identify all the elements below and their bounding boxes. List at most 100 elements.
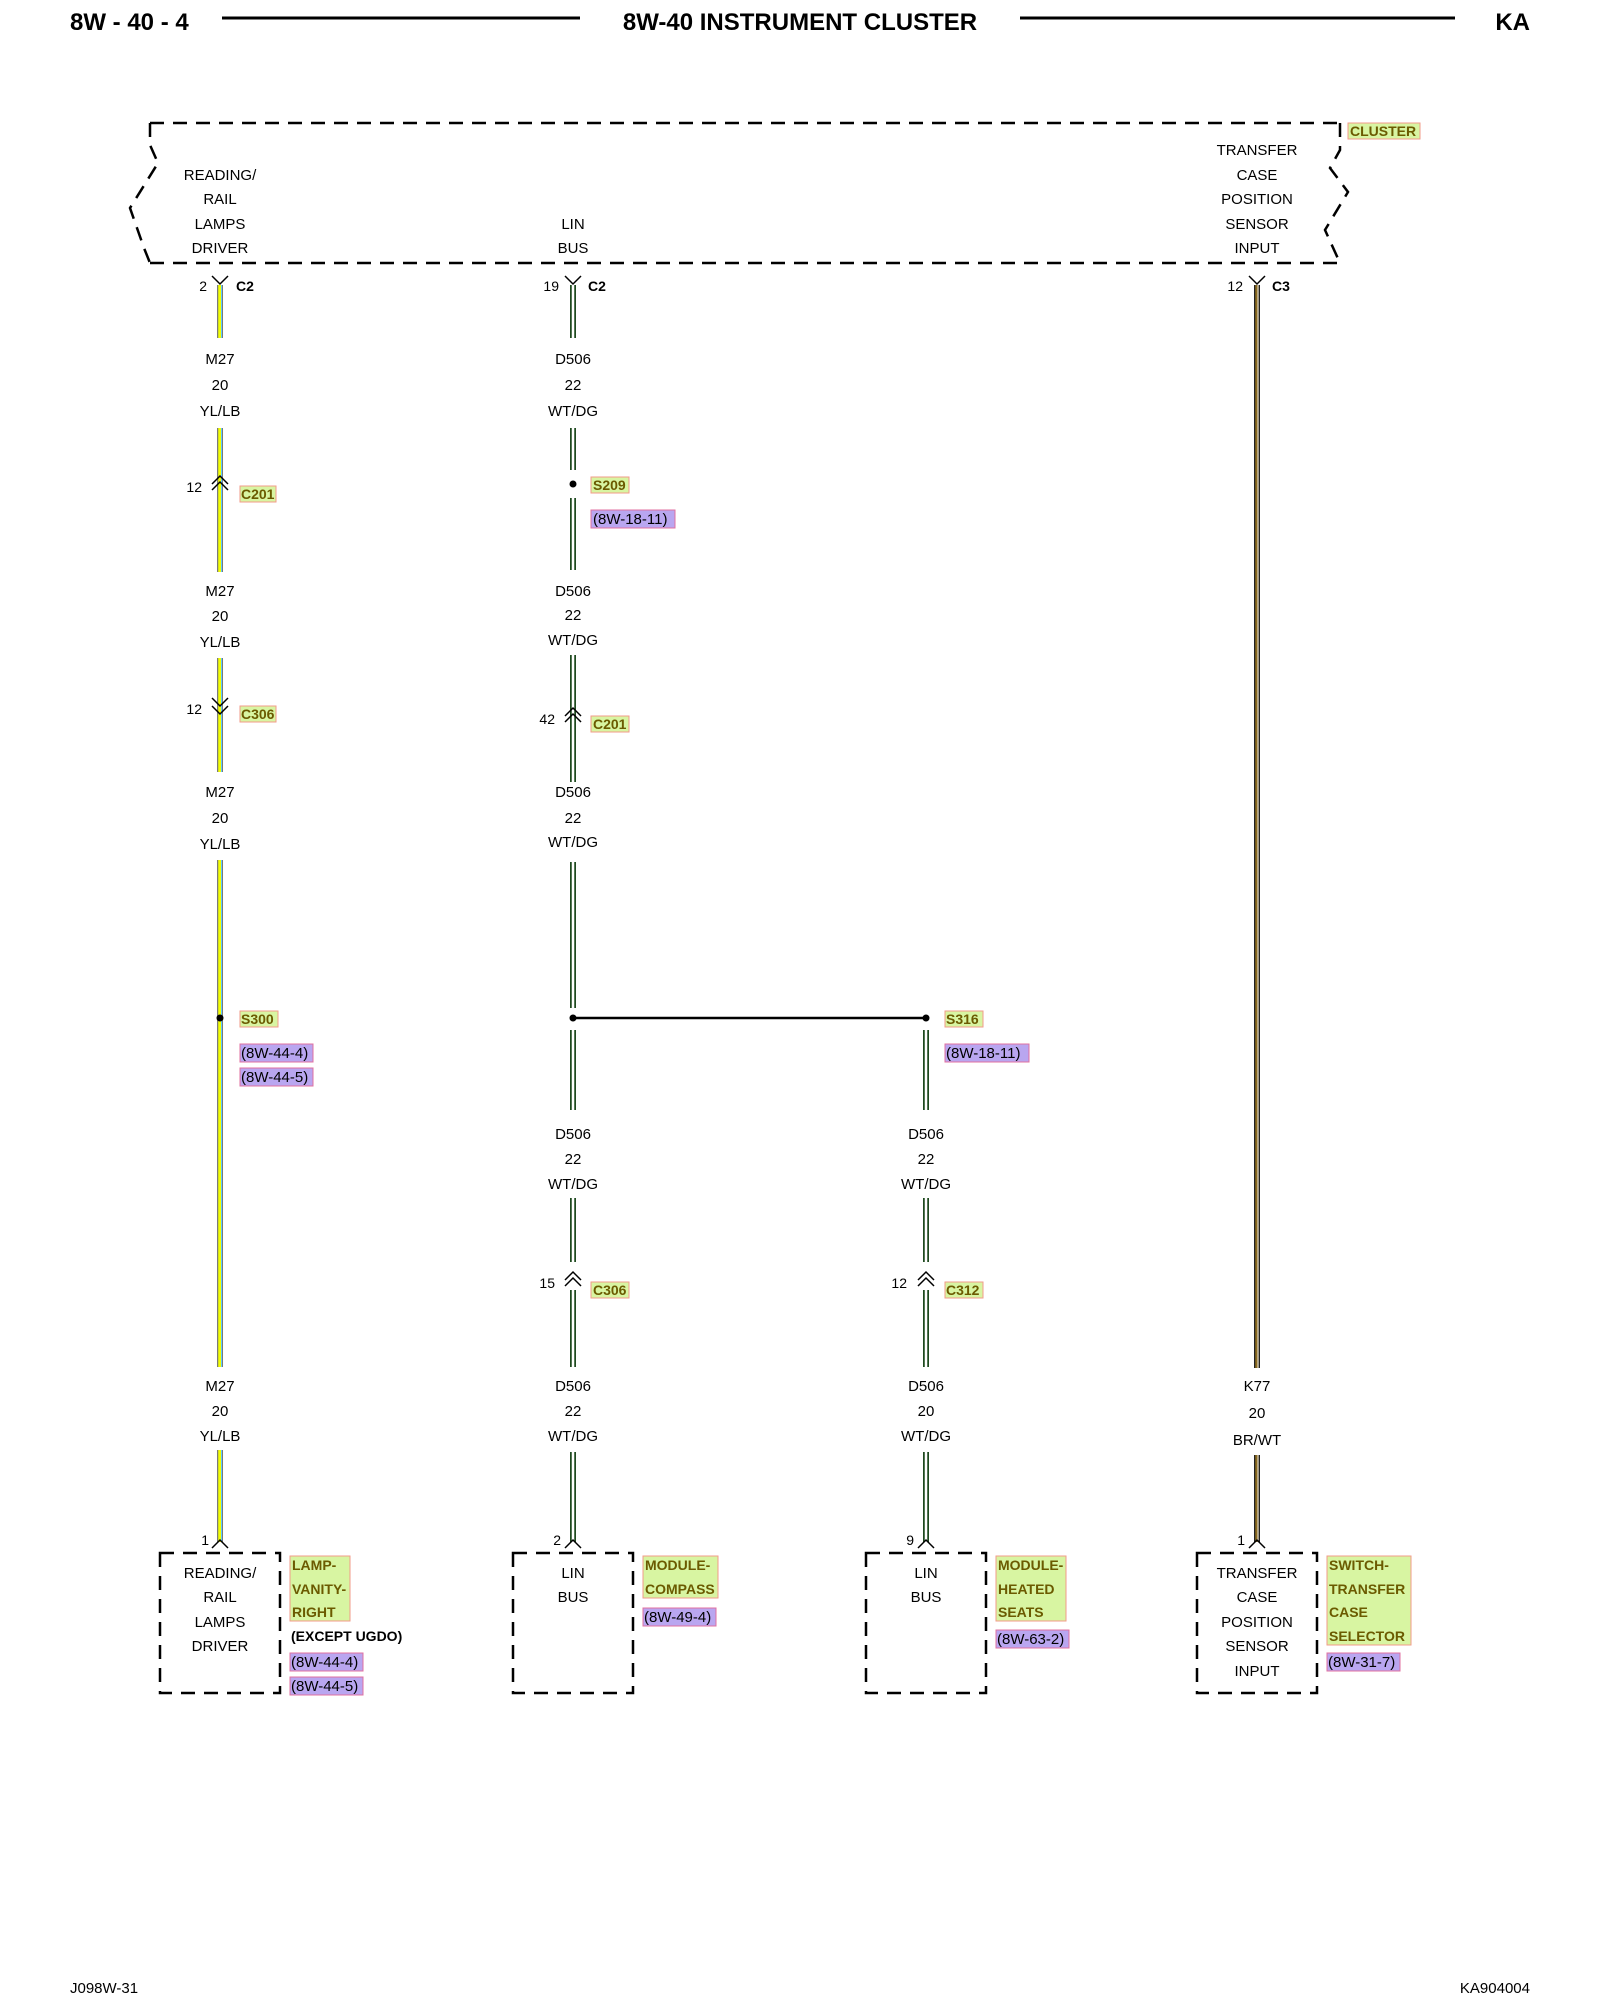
cluster-conn-reading: C2 [236,278,254,294]
svg-text:SENSOR: SENSOR [1225,216,1289,233]
svg-text:S300: S300 [241,1011,274,1027]
svg-text:LAMPS: LAMPS [195,216,246,233]
splice-s300: S300 (8W-44-4) (8W-44-5) [216,1010,314,1087]
svg-text:CASE: CASE [1237,1589,1278,1606]
svg-text:20: 20 [212,810,229,827]
label-d506-3: D506 22 WT/DG [548,784,598,851]
svg-text:BUS: BUS [558,240,589,257]
svg-text:(8W-44-5): (8W-44-5) [291,1678,358,1695]
svg-text:22: 22 [918,1151,935,1168]
svg-text:WT/DG: WT/DG [548,834,598,851]
svg-text:C306: C306 [593,1282,627,1298]
svg-text:C201: C201 [593,716,627,732]
vanity-note: (EXCEPT UGDO) [291,1628,402,1644]
label-d506-7: D506 20 WT/DG [901,1378,951,1445]
svg-text:TRANSFER: TRANSFER [1217,142,1298,159]
page-code: 8W - 40 - 4 [70,9,189,36]
svg-text:SENSOR: SENSOR [1225,1638,1289,1655]
svg-text:(8W-63-2): (8W-63-2) [997,1631,1064,1648]
svg-text:20: 20 [212,377,229,394]
pin-vanity: 1 [201,1532,209,1548]
svg-text:D506: D506 [555,1378,591,1395]
svg-text:LIN: LIN [561,216,584,233]
label-k77: K77 20 BR/WT [1233,1378,1281,1449]
vanity-box-label: READING/ RAIL LAMPS DRIVER [184,1565,257,1655]
cluster-pin-lin: 19 [543,278,559,294]
cluster-conn-transfer: C3 [1272,278,1290,294]
svg-text:(8W-18-11): (8W-18-11) [946,1045,1020,1062]
svg-text:BUS: BUS [558,1589,589,1606]
svg-text:WT/DG: WT/DG [548,632,598,649]
svg-text:LAMP-: LAMP- [292,1557,337,1573]
connector-c201-left: 12 C201 [186,474,277,503]
component-box-vanity [158,1551,282,1695]
svg-text:TRANSFER: TRANSFER [1217,1565,1298,1582]
svg-text:SELECTOR: SELECTOR [1329,1628,1405,1644]
footer-right-code: KA904004 [1460,1980,1530,1997]
wire-k77 [1254,285,1260,1542]
svg-text:K77: K77 [1244,1378,1271,1395]
svg-text:RAIL: RAIL [203,1589,236,1606]
connector-c306-mid: 15 C306 [539,1270,630,1299]
vanity-refs: (8W-44-4) (8W-44-5) [289,1652,364,1696]
compass-box-label: LIN BUS [558,1565,589,1606]
connector-c201-mid: 42 C201 [539,706,630,733]
svg-text:22: 22 [565,1151,582,1168]
component-box-compass [511,1551,635,1695]
svg-text:INPUT: INPUT [1235,1663,1280,1680]
svg-text:22: 22 [565,377,582,394]
transfer-switch-name-tag: SWITCH- TRANSFER CASE SELECTOR [1326,1555,1412,1646]
cluster-pin-reading: 2 [199,278,207,294]
connector-c306-left: 12 C306 [186,697,277,723]
component-box-transfer-switch [1195,1551,1319,1695]
svg-text:POSITION: POSITION [1221,1614,1293,1631]
svg-text:(8W-31-7): (8W-31-7) [1328,1654,1395,1671]
svg-text:M27: M27 [205,583,234,600]
cluster-conn-lin: C2 [588,278,606,294]
component-pin-markers [211,1538,1266,1549]
svg-text:LIN: LIN [914,1565,937,1582]
svg-text:BR/WT: BR/WT [1233,1432,1281,1449]
svg-text:YL/LB: YL/LB [200,836,241,853]
transfer-switch-box-label: TRANSFER CASE POSITION SENSOR INPUT [1217,1565,1298,1680]
svg-text:BUS: BUS [911,1589,942,1606]
cluster-terminal-symbols [211,275,1266,286]
svg-text:C306: C306 [241,706,275,722]
cluster-tag: CLUSTER [1347,122,1421,140]
compass-name-tag: MODULE- COMPASS [642,1555,719,1599]
footer-left-code: J098W-31 [70,1980,138,1997]
label-m27-2: M27 20 YL/LB [200,583,241,651]
label-m27-4: M27 20 YL/LB [200,1378,241,1445]
svg-text:C312: C312 [946,1282,980,1298]
svg-text:D506: D506 [555,784,591,801]
svg-text:INPUT: INPUT [1235,240,1280,257]
svg-text:42: 42 [539,711,555,727]
svg-text:(8W-44-4): (8W-44-4) [291,1654,358,1671]
svg-text:(8W-49-4): (8W-49-4) [644,1609,711,1626]
compass-refs: (8W-49-4) [642,1607,717,1627]
svg-text:D506: D506 [555,351,591,368]
svg-text:(8W-44-5): (8W-44-5) [241,1069,308,1086]
svg-text:S316: S316 [946,1011,979,1027]
svg-text:D506: D506 [555,583,591,600]
label-d506-4: D506 22 WT/DG [548,1126,598,1193]
wire-m27 [217,285,223,1542]
svg-text:15: 15 [539,1275,555,1291]
svg-text:WT/DG: WT/DG [548,403,598,420]
svg-text:YL/LB: YL/LB [200,634,241,651]
heated-seats-name-tag: MODULE- HEATED SEATS [995,1555,1067,1622]
transfer-switch-refs: (8W-31-7) [1326,1652,1401,1672]
cluster-reading-lamps-label: READING/ RAIL LAMPS DRIVER [184,167,257,257]
splice-lin-junction [569,1014,577,1022]
svg-text:12: 12 [186,479,202,495]
svg-text:LAMPS: LAMPS [195,1614,246,1631]
svg-text:HEATED: HEATED [998,1581,1055,1597]
svg-text:22: 22 [565,810,582,827]
cluster-box [128,121,1350,265]
svg-text:(8W-18-11): (8W-18-11) [593,511,667,528]
svg-text:YL/LB: YL/LB [200,403,241,420]
svg-text:12: 12 [891,1275,907,1291]
svg-text:D506: D506 [908,1126,944,1143]
svg-text:D506: D506 [555,1126,591,1143]
